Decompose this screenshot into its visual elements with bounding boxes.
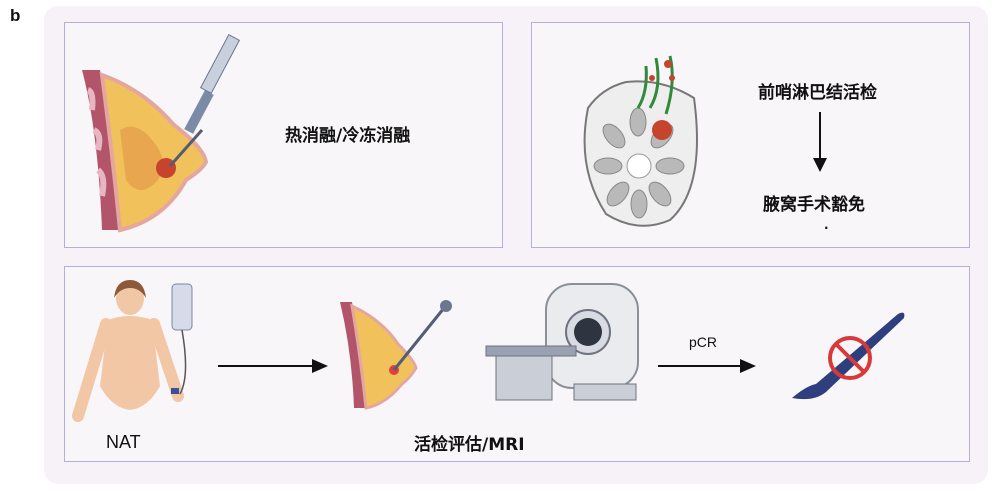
ablation-label: 热消融/冷冻消融 xyxy=(285,126,411,146)
breast-needle-icon xyxy=(340,300,452,410)
lymph-step2-label: 腋窝手术豁免 xyxy=(763,195,865,215)
woman-infusion-icon xyxy=(72,280,193,422)
arrow-right-icon xyxy=(658,359,756,373)
breast-ablation-icon xyxy=(82,34,241,233)
biopsy-label: 活检评估/MRI xyxy=(414,435,525,455)
panel-letter: b xyxy=(10,6,21,25)
nat-label: NAT xyxy=(106,432,141,452)
arrow-down-icon xyxy=(813,112,827,172)
lymph-step1-label: 前哨淋巴结活检 xyxy=(758,83,877,103)
scalpel-forbidden-icon xyxy=(792,312,905,400)
mri-scanner-icon xyxy=(485,283,639,401)
lymph-dot: . xyxy=(824,218,829,232)
arrow-right-icon xyxy=(218,359,328,373)
breast-lymph-icon xyxy=(583,55,698,227)
pcr-label: pCR xyxy=(689,334,718,350)
